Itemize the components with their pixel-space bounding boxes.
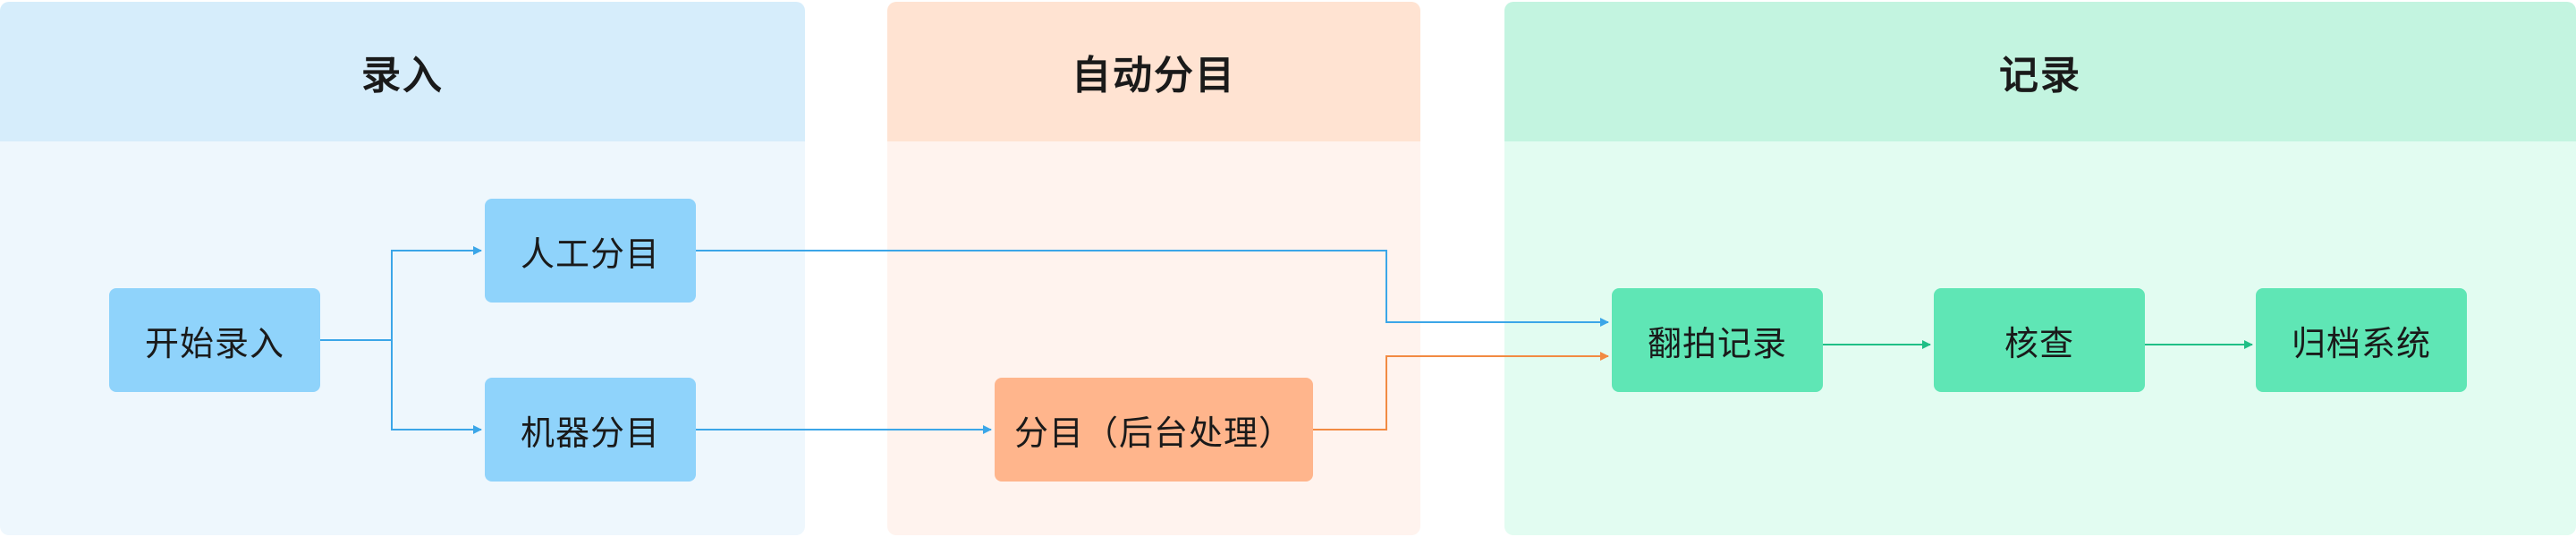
node-archive-system[interactable]: 归档系统 — [2256, 288, 2467, 392]
node-manual-categorize[interactable]: 人工分目 — [485, 199, 696, 303]
lane-auto-categorize: 自动分目 — [887, 2, 1420, 535]
lane-title-auto-categorize: 自动分目 — [887, 2, 1420, 141]
node-backend-categorize[interactable]: 分目（后台处理） — [995, 378, 1313, 482]
node-machine-categorize[interactable]: 机器分目 — [485, 378, 696, 482]
node-start-input[interactable]: 开始录入 — [109, 288, 320, 392]
lane-title-record: 记录 — [1504, 2, 2576, 141]
edge-manual-to-photo — [696, 250, 1609, 327]
lane-title-input: 录入 — [0, 2, 805, 141]
node-check[interactable]: 核查 — [1934, 288, 2145, 392]
edge-backend-to-photo — [1313, 352, 1609, 430]
edge-start-to-machine — [391, 340, 482, 434]
edge-start-to-manual — [320, 246, 482, 341]
node-photo-record[interactable]: 翻拍记录 — [1612, 288, 1823, 392]
